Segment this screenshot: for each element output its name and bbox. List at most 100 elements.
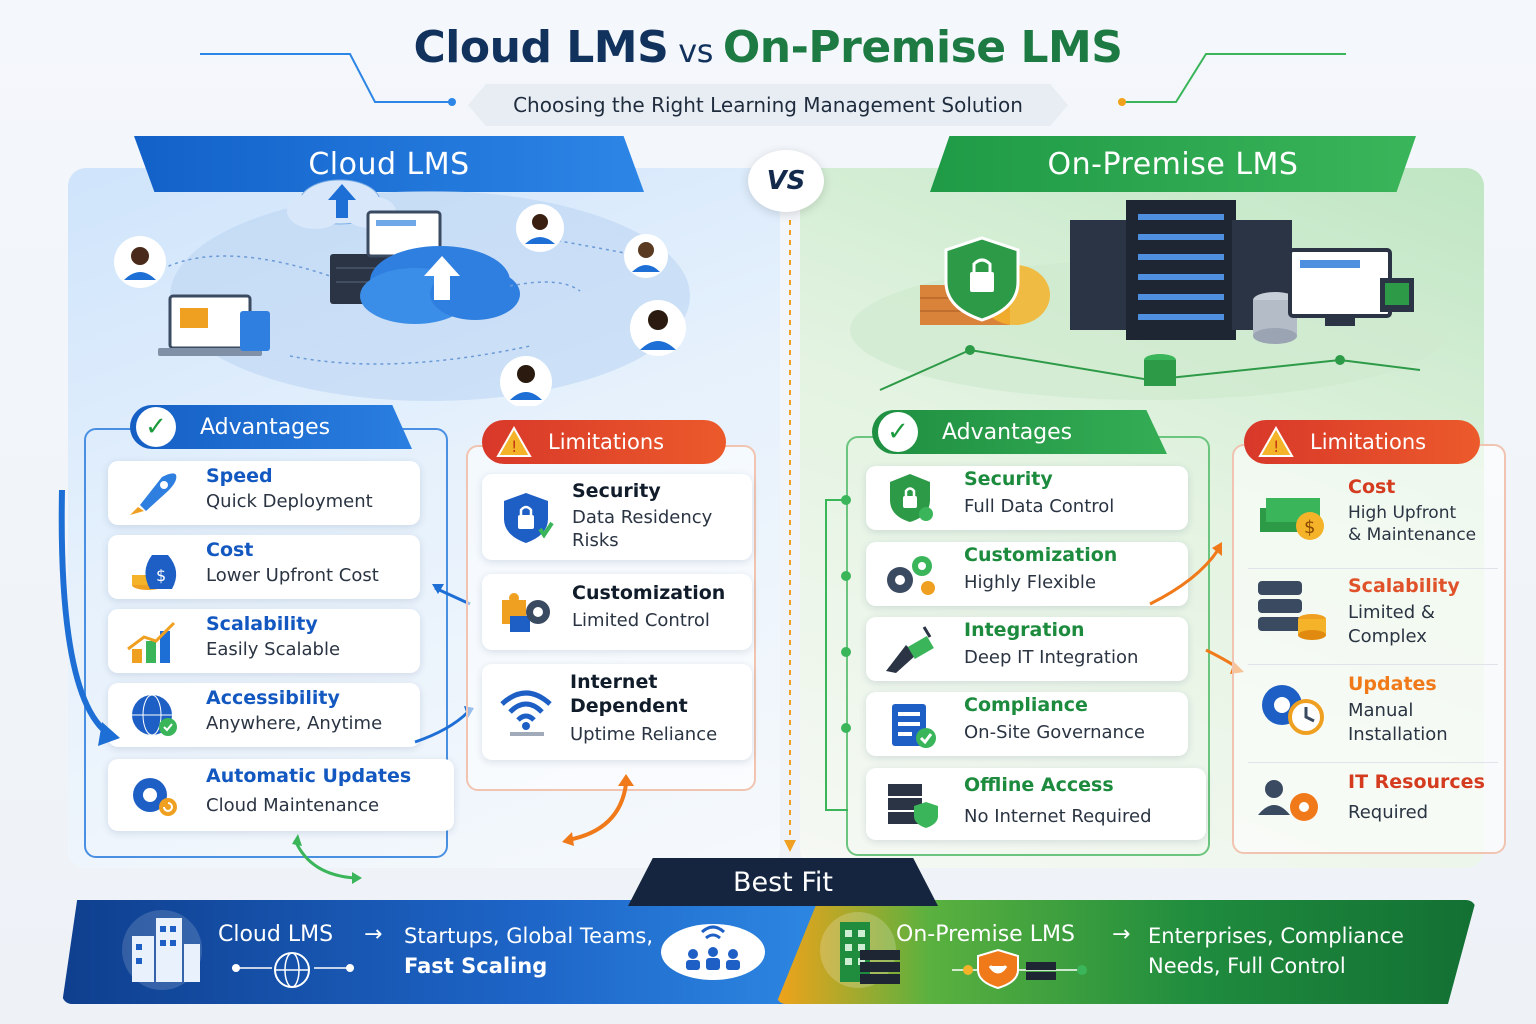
people-gear-icon xyxy=(1258,780,1318,821)
card-title: Cost xyxy=(206,539,254,561)
server-shield-network-icon xyxy=(860,948,1087,990)
laptop-icon xyxy=(158,294,270,356)
title-cloud: Cloud LMS xyxy=(413,22,669,73)
title-onprem: On-Premise LMS xyxy=(722,22,1123,73)
cloud-adv-card-scalability: Scalability Easily Scalable xyxy=(108,609,420,673)
svg-text:!: ! xyxy=(511,437,517,456)
cloud-adv-card-accessibility: Accessibility Anywhere, Anytime xyxy=(108,683,420,747)
card-title: Updates xyxy=(1348,673,1437,695)
card-subtitle-line1: Manual xyxy=(1348,700,1414,721)
cash-stack-icon: $ xyxy=(1260,498,1324,540)
user-avatar-icon xyxy=(500,356,552,406)
best-fit-cloud-line1: Startups, Global Teams, xyxy=(404,924,654,948)
subtitle: Choosing the Right Learning Management S… xyxy=(468,84,1068,126)
card-subtitle-line2: Complex xyxy=(1348,626,1427,647)
limitations-label: Limitations xyxy=(1310,430,1427,454)
checklist-icon xyxy=(892,704,936,748)
cloud-adv-card-automatic-updates: Automatic Updates Cloud Maintenance xyxy=(108,759,454,831)
card-title: Internet Dependent xyxy=(570,671,688,717)
card-title: Cost xyxy=(1348,476,1396,498)
svg-text:$: $ xyxy=(1304,517,1315,538)
best-fit-label: Best Fit xyxy=(628,858,938,906)
card-title: Scalability xyxy=(206,613,318,635)
center-divider xyxy=(784,220,796,852)
globe-icon xyxy=(132,694,177,736)
onprem-datacenter-illustration xyxy=(850,200,1450,400)
cloud-adv-card-cost: $ Cost Lower Upfront Cost xyxy=(108,535,420,599)
cloud-adv-card-speed: Speed Quick Deployment xyxy=(108,461,420,525)
onprem-lim-card-updates: Updates Manual Installation xyxy=(1248,664,1498,754)
server-racks-icon xyxy=(1070,200,1292,340)
shield-lock-icon xyxy=(504,493,554,543)
gear-update-icon xyxy=(133,778,177,816)
gear-clock-icon xyxy=(1262,685,1324,735)
money-bag-icon: $ xyxy=(132,555,177,590)
decorative-line-left xyxy=(200,53,456,106)
orange-curved-arrow xyxy=(562,774,634,846)
card-title: Scalability xyxy=(1348,575,1460,597)
card-title: Integration xyxy=(964,619,1085,641)
svg-text:$: $ xyxy=(156,566,166,585)
database-icon xyxy=(1258,581,1326,640)
green-database-icon xyxy=(1144,354,1176,386)
cloud-lim-card-security: Security Data Residency Risks xyxy=(482,474,752,560)
cloud-lim-card-customization: Customization Limited Control xyxy=(482,574,752,650)
globe-icon xyxy=(232,952,354,988)
wifi-icon xyxy=(500,690,552,736)
limitations-label: Limitations xyxy=(548,430,665,454)
plug-icon xyxy=(886,626,934,673)
best-fit-onprem-label: On-Premise LMS xyxy=(896,922,1075,947)
title-vs: vs xyxy=(678,32,713,70)
puzzle-gear-icon xyxy=(502,593,550,632)
best-fit-onprem-line2: Needs, Full Control xyxy=(1148,954,1346,978)
database-icon xyxy=(1253,292,1297,344)
growth-chart-icon xyxy=(127,621,176,663)
card-subtitle: Anywhere, Anytime xyxy=(206,713,383,734)
decorative-line-right xyxy=(1118,53,1346,106)
arrow-right-icon: → xyxy=(1112,922,1131,947)
cloud-network-illustration xyxy=(114,179,690,406)
onprem-adv-card-compliance: Compliance On-Site Governance xyxy=(866,692,1188,756)
cloud-banner: Cloud LMS xyxy=(134,136,644,192)
card-subtitle-line1: Limited & xyxy=(1348,602,1435,623)
card-subtitle: On-Site Governance xyxy=(964,722,1145,743)
user-avatar-icon xyxy=(624,234,668,278)
onprem-banner: On-Premise LMS xyxy=(930,136,1416,192)
warning-icon: ! xyxy=(496,426,532,457)
cloud-advantages-header: ✓ Advantages xyxy=(130,405,412,449)
card-title: Compliance xyxy=(964,694,1088,716)
card-subtitle: No Internet Required xyxy=(964,806,1152,827)
onprem-advantages-header: ✓ Advantages xyxy=(872,410,1167,454)
user-avatar-icon xyxy=(630,300,686,356)
user-avatar-icon xyxy=(516,204,564,252)
card-subtitle: Quick Deployment xyxy=(206,491,373,512)
user-avatar-icon xyxy=(114,236,166,288)
card-title: IT Resources xyxy=(1348,771,1485,793)
card-title: Customization xyxy=(572,582,726,604)
advantages-label: Advantages xyxy=(942,419,1073,445)
best-fit-cloud-line2: Fast Scaling xyxy=(404,954,548,978)
card-title: Security xyxy=(572,480,661,502)
card-subtitle: Full Data Control xyxy=(964,496,1115,517)
card-title: Security xyxy=(964,468,1053,490)
onprem-lim-card-it-resources: IT Resources Required xyxy=(1248,762,1498,842)
onprem-lim-card-cost: $ Cost High Upfront & Maintenance xyxy=(1248,472,1498,552)
card-subtitle-line2: Installation xyxy=(1348,724,1448,745)
server-shield-icon xyxy=(888,784,938,828)
onprem-adv-card-customization: Customization Highly Flexible xyxy=(866,542,1188,606)
card-subtitle: Uptime Reliance xyxy=(570,724,718,745)
cloud-limitations-header: ! Limitations xyxy=(482,420,726,464)
card-title: Accessibility xyxy=(206,687,340,709)
card-title: Automatic Updates xyxy=(206,765,412,787)
card-title: Offline Access xyxy=(964,774,1114,796)
onprem-adv-card-offline-access: Offline Access No Internet Required xyxy=(866,768,1206,840)
check-icon: ✓ xyxy=(136,407,176,447)
card-subtitle: Limited Control xyxy=(572,610,710,631)
onprem-adv-card-integration: Integration Deep IT Integration xyxy=(866,617,1188,681)
card-subtitle: Highly Flexible xyxy=(964,572,1097,593)
onprem-flow-lines xyxy=(825,495,1244,811)
shield-lock-icon xyxy=(890,474,933,522)
card-subtitle: Deep IT Integration xyxy=(964,647,1139,668)
best-fit-cloud-label: Cloud LMS xyxy=(218,922,334,947)
